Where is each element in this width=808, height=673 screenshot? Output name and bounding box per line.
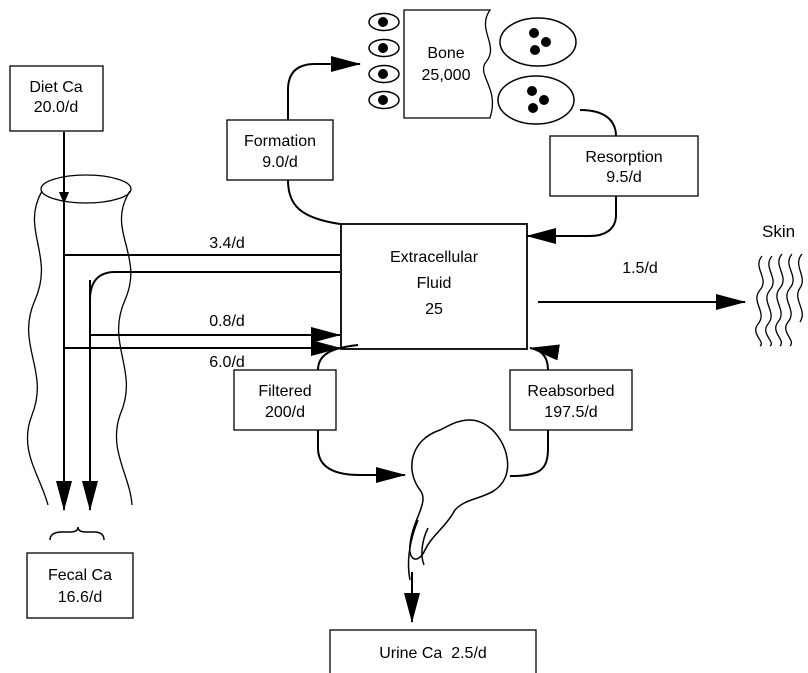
intestine-left-wall — [26, 190, 49, 506]
filtered-value: 200/d — [265, 404, 305, 421]
osteoblasts — [368, 12, 400, 110]
ecf-label-2: Fluid — [417, 275, 452, 292]
urine-box: Urine Ca 2.5/d — [329, 629, 537, 673]
bone-label: Bone — [427, 45, 464, 62]
intestine — [26, 174, 133, 506]
diet-value: 20.0/d — [34, 99, 78, 116]
ecf-value: 25 — [425, 301, 443, 318]
filtration-arrow — [317, 344, 405, 475]
fecal-value: 16.6/d — [58, 589, 102, 606]
reabsorbed-box: Reabsorbed 197.5/d — [509, 369, 633, 431]
resorption-value: 9.5/d — [606, 169, 642, 186]
secretion-loop — [89, 271, 340, 301]
formation-box: Formation 9.0/d — [226, 119, 334, 181]
fecal-label: Fecal Ca — [48, 567, 112, 584]
urine-label: Urine Ca 2.5/d — [379, 645, 487, 662]
flow-ecf-to-skin: 1.5/d — [622, 260, 658, 277]
filtered-box: Filtered 200/d — [233, 369, 337, 431]
resorption-arrow — [527, 109, 617, 236]
ecf-label-1: Extracellular — [390, 249, 479, 266]
flow-gut-secretion: 6.0/d — [209, 354, 245, 371]
fecal-brace — [49, 526, 105, 541]
osteoclasts — [497, 17, 577, 125]
formation-arrow — [287, 64, 360, 225]
formation-label: Formation — [244, 133, 316, 150]
resorption-box: Resorption 9.5/d — [549, 135, 699, 197]
reabsorbed-label: Reabsorbed — [527, 383, 614, 400]
diet-box: Diet Ca 20.0/d — [9, 65, 104, 132]
flow-ecf-to-gut: 0.8/d — [209, 313, 245, 330]
resorption-label: Resorption — [585, 149, 662, 166]
formation-value: 9.0/d — [262, 154, 298, 171]
flow-gut-to-ecf: 3.4/d — [209, 235, 245, 252]
intestine-opening — [40, 174, 132, 204]
skin-label: Skin — [762, 222, 795, 241]
filtered-label: Filtered — [258, 383, 311, 400]
reabsorption-arrow — [510, 348, 548, 477]
kidney-icon — [407, 419, 509, 581]
fecal-box: Fecal Ca 16.6/d — [26, 552, 134, 619]
diet-label: Diet Ca — [29, 79, 82, 96]
ecf-box: Extracellular Fluid 25 — [340, 223, 528, 350]
intestine-right-wall — [115, 190, 133, 506]
reabsorbed-value: 197.5/d — [544, 404, 597, 421]
bone-box: Bone 25,000 — [403, 9, 494, 119]
bone-value: 25,000 — [422, 67, 471, 84]
skin-wave-icon — [755, 253, 803, 347]
